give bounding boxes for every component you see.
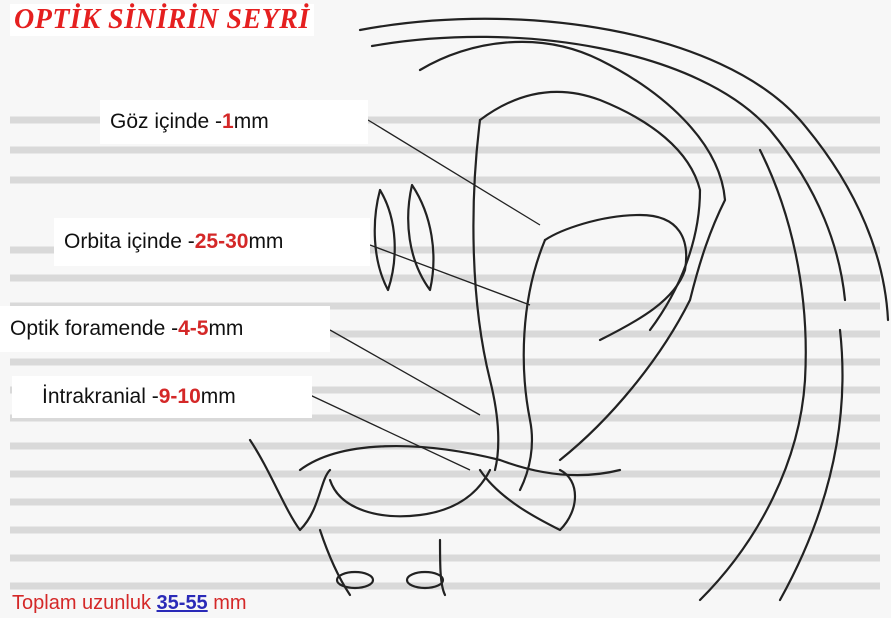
leader-line-intracranial [310,395,470,470]
label-foramen-text: Optik foramende - [10,317,178,341]
label-intracranial: İntrakranial - 9-10 mm [12,376,312,418]
label-eye-text: Göz içinde - [110,110,222,134]
total-length-value: 35-55 [157,592,208,614]
label-intracranial-text: İntrakranial - [42,385,159,409]
label-intracranial-unit: mm [201,385,236,409]
label-eye: Göz içinde - 1 mm [100,100,368,144]
globe-inner [480,92,700,330]
label-foramen-value: 4-5 [178,317,208,341]
ethmoid-right [408,185,433,290]
label-eye-value: 1 [222,110,234,134]
skull-inner-arc [372,37,845,300]
label-orbita-unit: mm [248,230,283,254]
diagram-title: OPTİK SİNİRİN SEYRİ [10,4,314,36]
label-orbita: Orbita içinde - 25-30 mm [54,218,370,266]
label-foramen: Optik foramende - 4-5 mm [0,306,330,352]
label-intracranial-value: 9-10 [159,385,201,409]
leader-line-eye [368,120,540,225]
label-foramen-unit: mm [208,317,243,341]
background-text-lines [10,120,880,586]
clinoid-left [250,440,330,530]
label-orbita-text: Orbita içinde - [64,230,195,254]
leader-line-foramen [330,330,480,415]
label-eye-unit: mm [234,110,269,134]
label-orbita-value: 25-30 [195,230,249,254]
total-length-unit: mm [208,592,247,614]
total-length-text: Toplam uzunluk [12,592,157,614]
total-length: Toplam uzunluk 35-55 mm [12,592,247,615]
